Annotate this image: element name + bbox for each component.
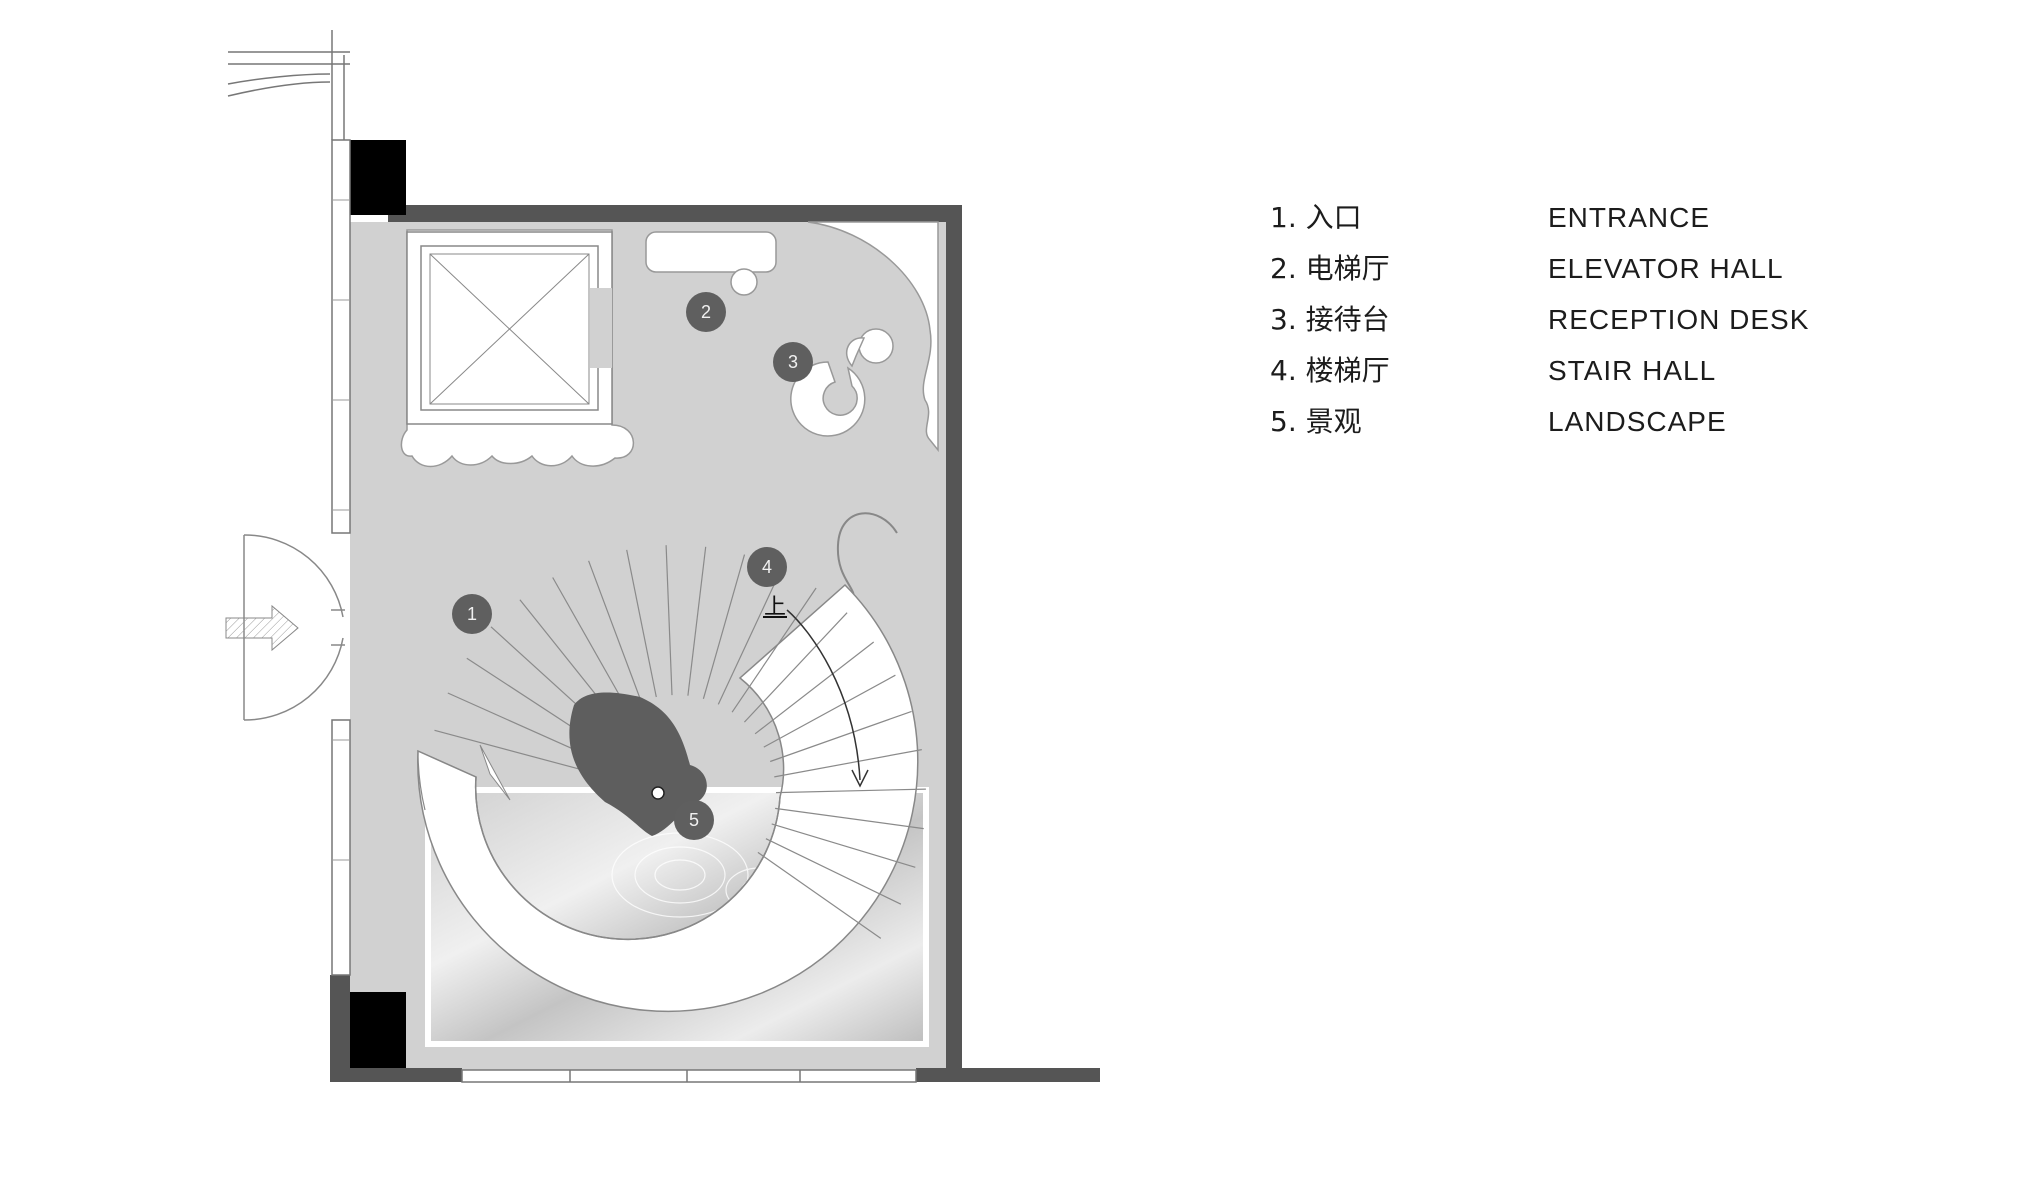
- stair-direction-arrow: [786, 609, 869, 788]
- legend-label-en: ELEVATOR HALL: [1548, 253, 1784, 284]
- legend-label-zh: 2. 电梯厅: [1270, 252, 1390, 285]
- legend-item-entrance: 1. 入口 ENTRANCE: [1270, 198, 1910, 249]
- legend-label-en: LANDSCAPE: [1548, 406, 1727, 437]
- window-wall: [331, 139, 351, 976]
- legend-label-en: RECEPTION DESK: [1548, 304, 1810, 335]
- stair-tread: [743, 612, 848, 723]
- stair-tread: [434, 729, 580, 770]
- stair-tread: [552, 577, 628, 709]
- column-top: [350, 140, 406, 215]
- marker-stair-hall: 4: [747, 547, 787, 587]
- marker-number: 2: [701, 302, 711, 322]
- marker-number: 3: [788, 352, 798, 372]
- marker-reception-desk: 3: [773, 342, 813, 382]
- reception-wall: [645, 221, 939, 453]
- legend-item-stair-hall: 4. 楼梯厅 STAIR HALL: [1270, 351, 1910, 402]
- sculpture-pivot: [651, 786, 665, 800]
- legend-label-zh: 1. 入口: [1270, 201, 1362, 234]
- reception-desk: [790, 328, 894, 437]
- stair-tread: [775, 788, 926, 794]
- stair-tread: [754, 641, 875, 735]
- stair-tread: [771, 823, 916, 868]
- legend-label-zh: 3. 接待台: [1270, 303, 1390, 336]
- stair-tread: [731, 587, 817, 713]
- stair-tread: [765, 838, 902, 905]
- exterior-walls: [330, 205, 1100, 1082]
- stair-tread: [588, 560, 642, 702]
- stair-tread: [763, 674, 896, 748]
- elevator-core: [400, 229, 635, 468]
- stair-tread: [775, 807, 924, 830]
- legend-item-reception-desk: 3. 接待台 RECEPTION DESK: [1270, 300, 1910, 351]
- bottom-window: [461, 1069, 917, 1083]
- marker-number: 4: [762, 557, 772, 577]
- landscape-sculpture: [569, 692, 707, 836]
- entrance-arrow: [225, 604, 299, 652]
- stair-tread: [447, 692, 585, 755]
- legend-label-en: STAIR HALL: [1548, 355, 1717, 386]
- stair-tread: [702, 554, 746, 699]
- marker-landscape: 5: [674, 800, 714, 840]
- stair-up-label: 上: [764, 595, 786, 620]
- stair-tread: [665, 545, 673, 696]
- stair-tread: [717, 568, 783, 705]
- stair-tread: [626, 549, 657, 698]
- stair-tread: [757, 851, 882, 939]
- legend-label-zh: 4. 楼梯厅: [1270, 354, 1390, 387]
- legend-item-landscape: 5. 景观 LANDSCAPE: [1270, 402, 1910, 453]
- legend-item-elevator-hall: 2. 电梯厅 ELEVATOR HALL: [1270, 249, 1910, 300]
- marker-number: 1: [467, 604, 477, 624]
- marker-entrance: 1: [452, 594, 492, 634]
- exterior-railing: [227, 30, 350, 140]
- stair-tread: [769, 710, 912, 763]
- stair-handrail: [836, 512, 898, 601]
- column-bottom: [350, 992, 406, 1068]
- legend-label-en: ENTRANCE: [1548, 202, 1711, 233]
- legend-label-zh: 5. 景观: [1270, 405, 1362, 438]
- stair-tread: [687, 546, 707, 696]
- marker-number: 5: [689, 810, 699, 830]
- legend: 1. 入口 ENTRANCE 2. 电梯厅 ELEVATOR HALL 3. 接…: [1270, 198, 1910, 453]
- stair-tread: [774, 749, 922, 778]
- marker-elevator-hall: 2: [686, 292, 726, 332]
- spiral-staircase: [417, 545, 926, 1013]
